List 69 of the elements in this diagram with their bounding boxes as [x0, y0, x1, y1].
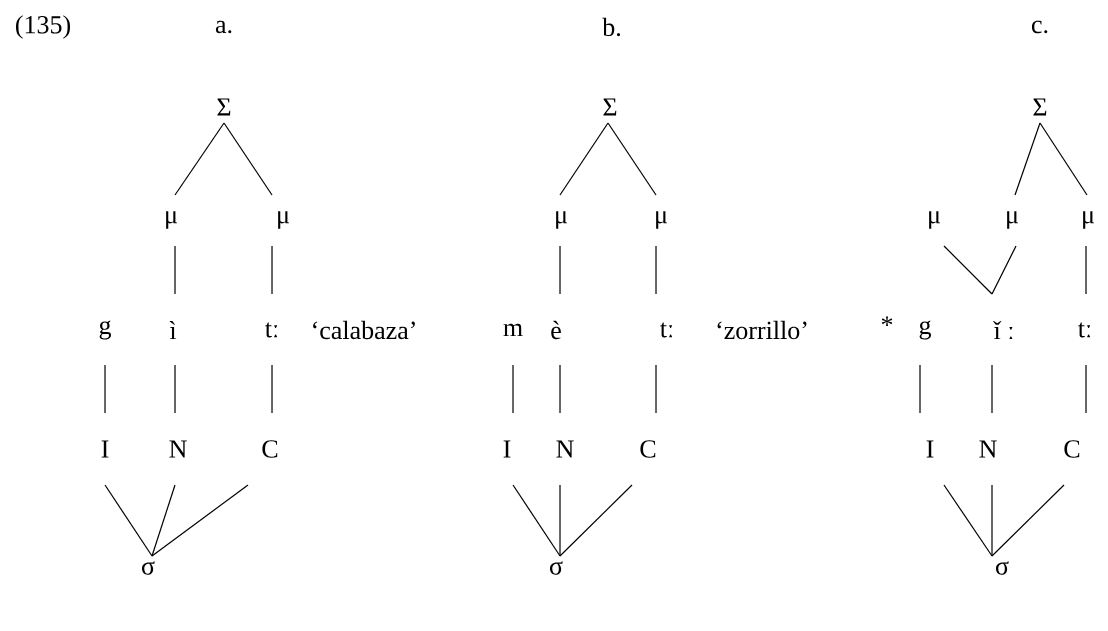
- tree-label: N: [169, 440, 187, 458]
- tree-branch: [174, 364, 176, 414]
- panel-letter: b.: [602, 17, 621, 37]
- gloss: ‘calabaza’: [313, 320, 415, 340]
- tree-branch: [512, 484, 561, 557]
- tree-branch: [223, 122, 273, 196]
- tree-label: σ: [996, 561, 1009, 575]
- tree-label: μ: [656, 211, 667, 229]
- tree-label: C: [640, 440, 656, 458]
- tree-branch: [1085, 245, 1087, 295]
- tree-label: μ: [1083, 211, 1094, 229]
- tree-label: μ: [556, 211, 567, 229]
- tree-label: g: [919, 320, 931, 340]
- tree-label: Σ: [217, 98, 231, 116]
- tree-branch: [991, 484, 993, 557]
- tree-branch: [174, 122, 225, 196]
- tree-branch: [559, 364, 561, 414]
- tree-branch: [1085, 364, 1087, 414]
- panel-letter: a.: [215, 20, 232, 34]
- tree-label: tː: [660, 322, 673, 338]
- tree-branch: [991, 484, 1065, 557]
- tree-label: tː: [265, 322, 278, 338]
- tree-branch: [151, 484, 249, 557]
- tree-label: I: [503, 440, 511, 458]
- tree-label: g: [99, 320, 111, 340]
- tree-branch: [1039, 122, 1088, 196]
- tree-branch: [943, 245, 993, 295]
- tree-label: è: [551, 320, 561, 340]
- tree-label: ì: [169, 320, 177, 340]
- gloss: ‘zorrillo’: [717, 320, 807, 340]
- tree-label: I: [101, 440, 109, 458]
- tree-label: μ: [166, 211, 177, 229]
- tree-branch: [607, 122, 657, 196]
- tree-branch: [104, 484, 153, 557]
- tree-label: tː: [1078, 322, 1091, 338]
- example-number: (135): [16, 15, 70, 39]
- tree-branch: [991, 245, 1017, 295]
- tree-branch: [1014, 122, 1041, 196]
- tree-label: N: [556, 440, 574, 458]
- tree-branch: [991, 364, 993, 414]
- tree-label: Σ: [603, 98, 617, 116]
- tree-branch: [559, 245, 561, 295]
- tree-label: μ: [1007, 211, 1018, 229]
- tree-branch: [271, 245, 273, 295]
- tree-label: N: [979, 440, 997, 458]
- tree-label: I: [926, 440, 934, 458]
- tree-branch: [559, 484, 633, 557]
- tree-label: σ: [550, 561, 563, 575]
- tree-branch: [943, 484, 993, 557]
- tree-branch: [559, 122, 609, 196]
- tree-branch: [559, 484, 561, 557]
- tree-branch: [104, 364, 106, 414]
- tree-branch: [271, 364, 273, 414]
- tree-branch: [174, 245, 176, 295]
- tree-label: C: [262, 440, 278, 458]
- tree-label: σ: [142, 561, 155, 575]
- tree-label: Σ: [1033, 98, 1047, 116]
- tree-label: μ: [929, 211, 940, 229]
- tree-branch: [512, 364, 514, 414]
- tree-label: μ: [278, 211, 289, 229]
- tree-label: ǐ ː: [993, 320, 1013, 340]
- tree-label: m: [503, 323, 523, 337]
- ungrammatical-mark: *: [881, 316, 893, 326]
- tree-branch: [919, 364, 921, 414]
- tree-branch: [151, 484, 176, 557]
- tree-branch: [655, 245, 657, 295]
- tree-branch: [655, 364, 657, 414]
- tree-label: C: [1064, 440, 1080, 458]
- panel-letter: c.: [1031, 20, 1048, 34]
